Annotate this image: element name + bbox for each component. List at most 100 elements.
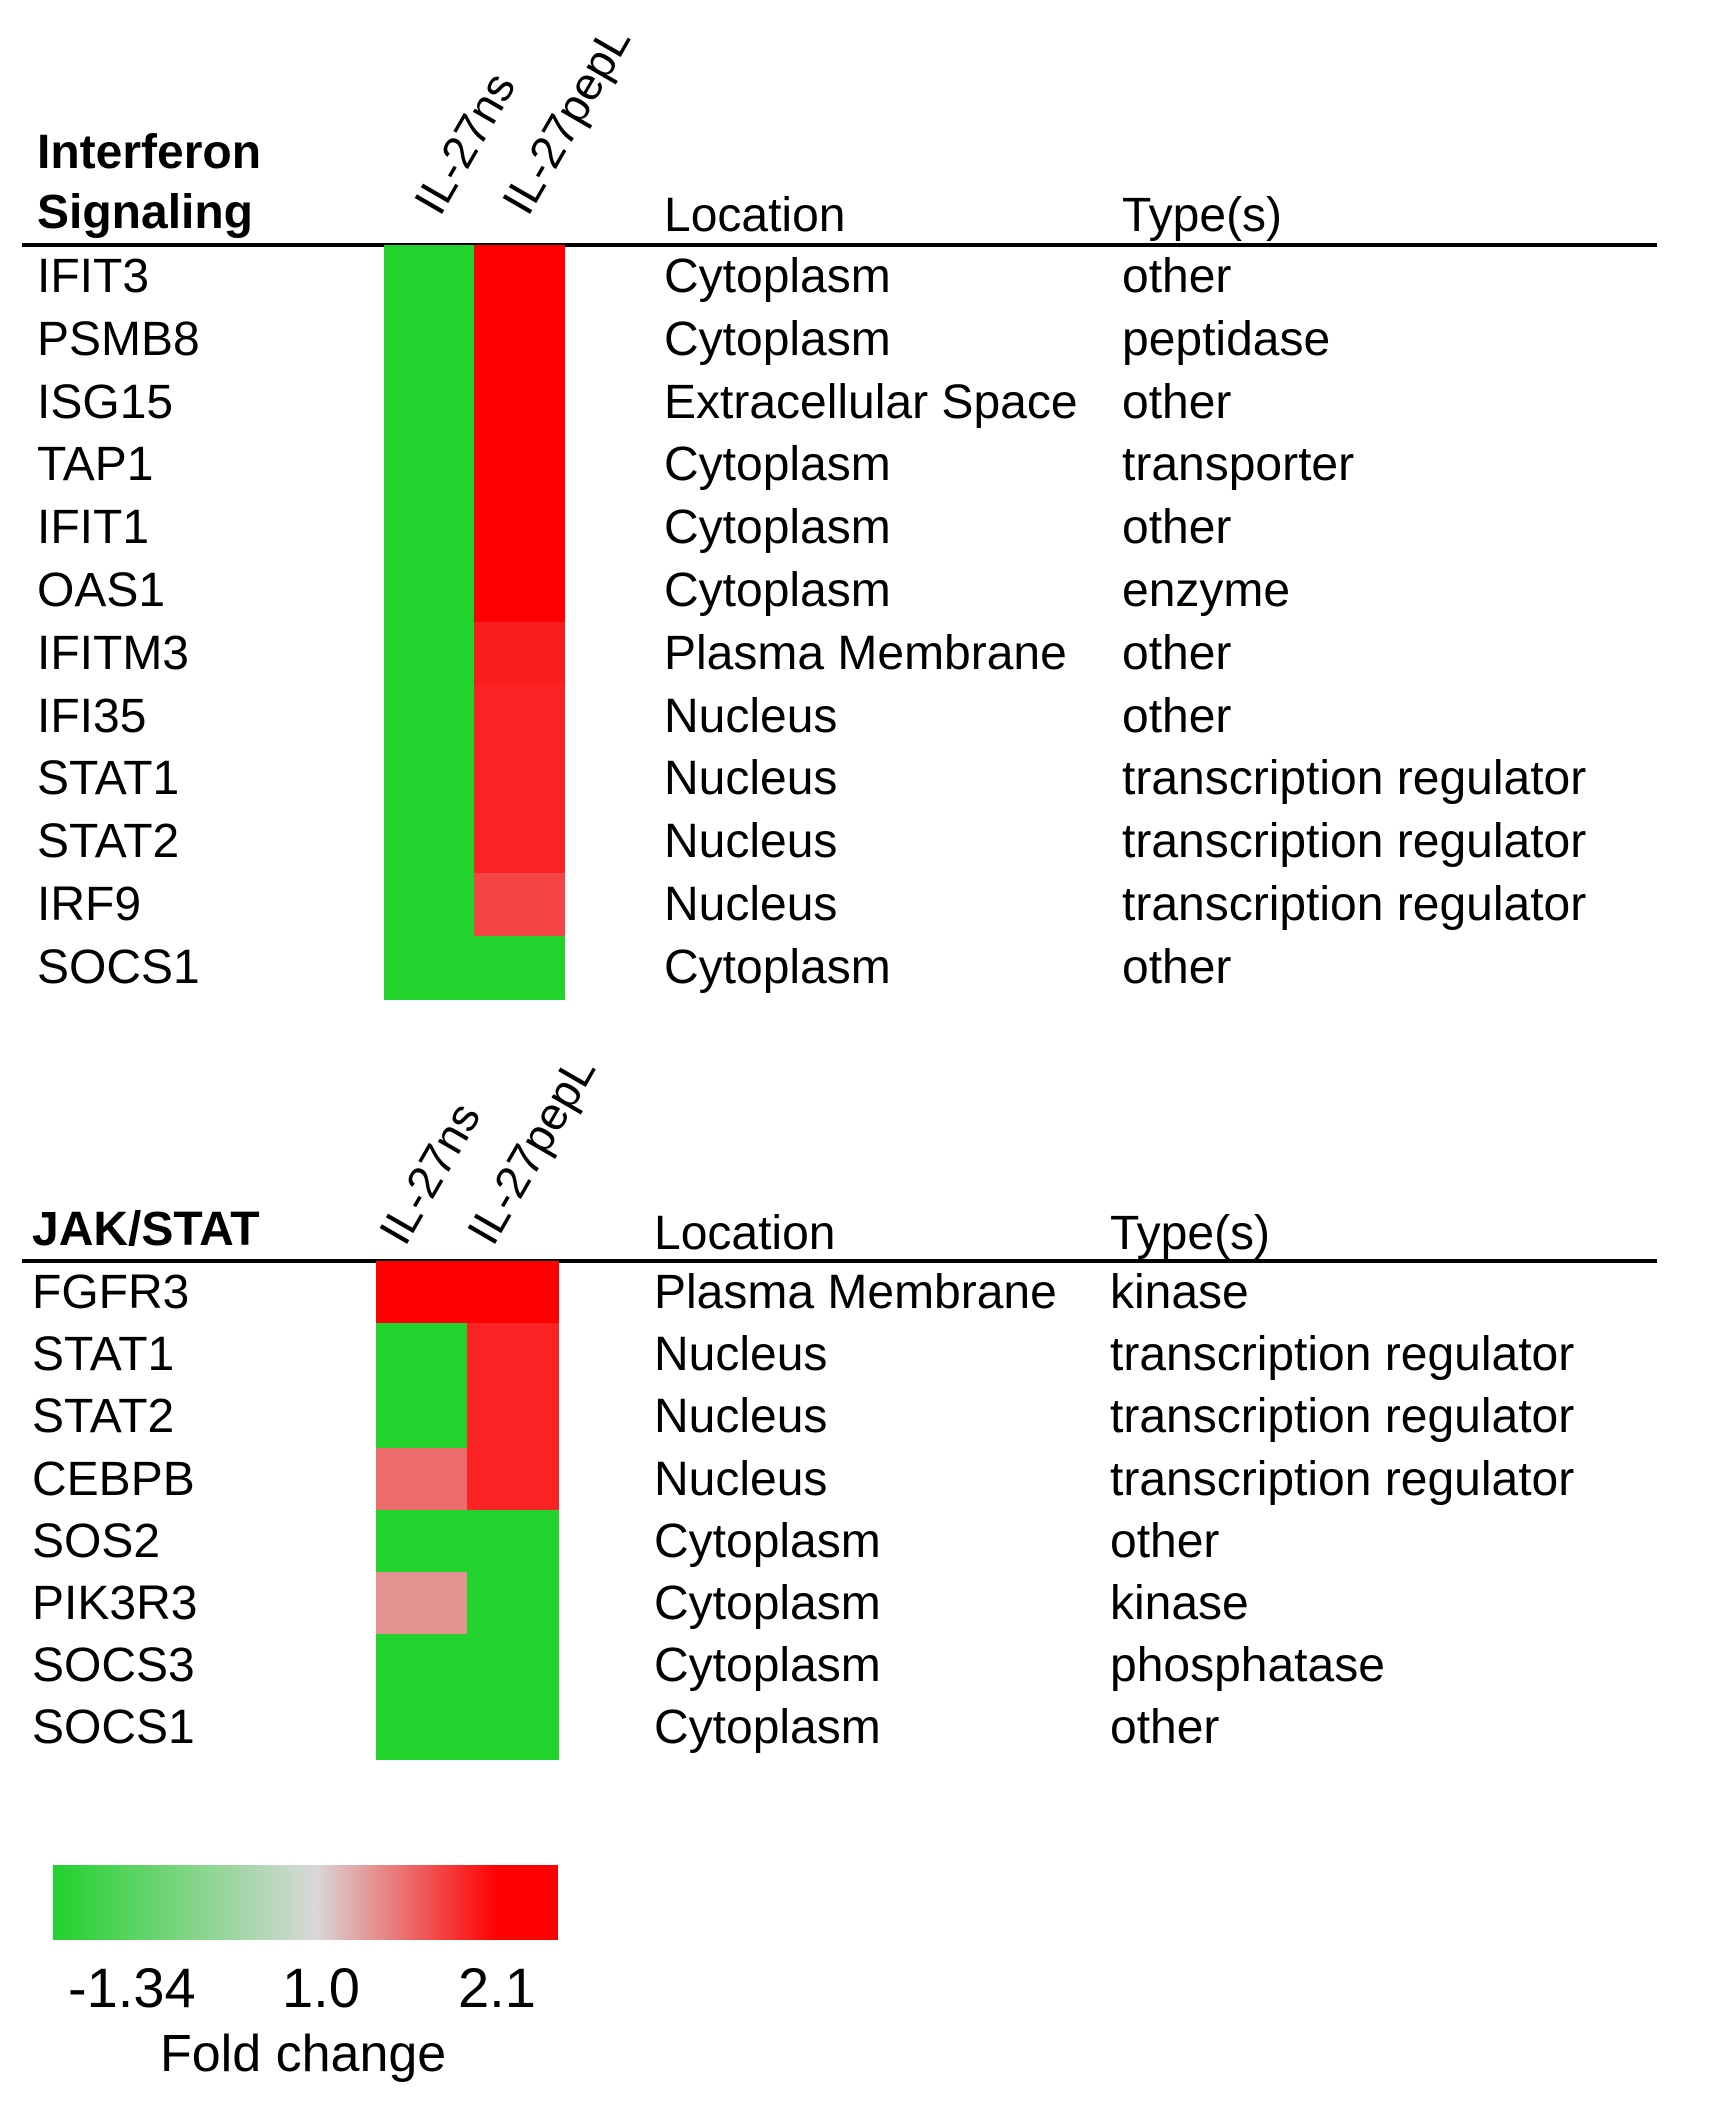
gene-label: SOCS1 (37, 940, 200, 994)
heatmap-cell-il27ns (376, 1385, 468, 1449)
legend-tick-min: -1.34 (68, 1956, 196, 2019)
heatmap-cell-il27ns (384, 935, 475, 1000)
heatmap-cell-il27pepl (467, 1261, 559, 1325)
type-value: kinase (1110, 1577, 1249, 1630)
heatmap-cell-il27ns (376, 1447, 468, 1511)
type-value: other (1122, 689, 1232, 743)
location-value: Nucleus (654, 1452, 828, 1506)
header-rule (22, 243, 1657, 247)
heatmap-cell-il27pepl (474, 307, 565, 372)
heatmap-cell-il27ns (384, 496, 475, 560)
type-header: Type(s) (1110, 1207, 1271, 1260)
location-header: Location (654, 1207, 836, 1260)
gene-label: IFITM3 (37, 626, 189, 680)
panel-title: Interferon Signaling (37, 126, 262, 239)
gene-label: PIK3R3 (32, 1577, 198, 1630)
heatmap-cell-il27ns (384, 559, 475, 623)
location-value: Plasma Membrane (654, 1266, 1057, 1319)
location-value: Cytoplasm (664, 564, 891, 617)
type-header: Type(s) (1122, 189, 1283, 242)
column-label-2: IL-27pepL (491, 17, 641, 223)
location-value: Nucleus (664, 689, 838, 743)
heatmap-cell-il27pepl (467, 1447, 559, 1511)
heatmap-cell-il27ns (376, 1696, 468, 1760)
heatmap-cell-il27pepl (467, 1385, 559, 1449)
gene-label: IFIT1 (37, 501, 150, 555)
location-value: Nucleus (654, 1328, 828, 1382)
heatmap-cell-il27ns (384, 621, 475, 686)
type-value: kinase (1110, 1266, 1249, 1319)
gene-label: TAP1 (37, 438, 154, 492)
heatmap-cell-il27ns (384, 433, 475, 498)
heatmap-cell-il27ns (376, 1261, 468, 1325)
location-header: Location (664, 189, 846, 242)
heatmap-cell-il27pepl (474, 245, 565, 309)
location-value: Plasma Membrane (664, 626, 1067, 680)
heatmap-cell-il27ns (384, 873, 475, 937)
type-value: other (1122, 250, 1232, 303)
type-value: other (1122, 501, 1232, 555)
heatmap-cell-il27ns (384, 684, 475, 749)
legend-tick-max: 2.1 (458, 1956, 536, 2019)
heatmap-cell-il27pepl (474, 496, 565, 560)
heatmap-cell-il27ns (376, 1572, 468, 1636)
heatmap-cell-il27ns (376, 1509, 468, 1573)
gene-label: OAS1 (37, 564, 166, 617)
type-value: transcription regulator (1122, 752, 1587, 806)
type-value: phosphatase (1110, 1639, 1385, 1693)
gene-label: SOS2 (32, 1514, 161, 1568)
legend-color-bar (53, 1865, 558, 1940)
type-value: other (1122, 375, 1232, 429)
gene-label: CEBPB (32, 1452, 195, 1506)
heatmap-cell-il27pepl (474, 747, 565, 812)
location-value: Nucleus (664, 815, 838, 869)
type-value: other (1122, 626, 1232, 680)
location-value: Cytoplasm (654, 1514, 881, 1568)
type-value: enzyme (1122, 564, 1291, 617)
heatmap-cell-il27pepl (467, 1696, 559, 1760)
gene-label: STAT1 (32, 1328, 175, 1382)
heatmap-cell-il27pepl (474, 684, 565, 749)
gene-label: SOCS3 (32, 1639, 195, 1693)
gene-label: STAT2 (37, 815, 180, 869)
heatmap-cell-il27ns (384, 307, 475, 372)
gene-label: IFIT3 (37, 250, 150, 303)
heatmap-cell-il27pepl (474, 810, 565, 874)
heatmap-cell-il27ns (376, 1323, 468, 1387)
type-value: peptidase (1122, 312, 1331, 366)
location-value: Cytoplasm (664, 312, 891, 366)
heatmap-cell-il27pepl (467, 1323, 559, 1387)
location-value: Cytoplasm (654, 1701, 881, 1755)
heatmap-cell-il27ns (384, 810, 475, 874)
heatmap-cell-il27ns (384, 370, 475, 435)
location-value: Nucleus (664, 752, 838, 806)
header-rule (22, 1259, 1657, 1263)
column-label-2: IL-27pepL (456, 1047, 606, 1253)
location-value: Extracellular Space (664, 375, 1078, 429)
type-value: other (1122, 940, 1232, 994)
heatmap-cell-il27pepl (474, 621, 565, 686)
gene-label: IFI35 (37, 689, 147, 743)
gene-label: PSMB8 (37, 312, 200, 366)
gene-label: IRF9 (37, 878, 142, 931)
gene-label: ISG15 (37, 375, 174, 429)
location-value: Cytoplasm (664, 250, 891, 303)
legend-label: Fold change (160, 2025, 447, 2083)
heatmap-cell-il27pepl (474, 873, 565, 937)
heatmap-cell-il27ns (376, 1634, 468, 1698)
color-legend: -1.34 1.0 2.1 Fold change (0, 1800, 700, 2120)
heatmap-cell-il27ns (384, 245, 475, 309)
gene-label: STAT1 (37, 752, 180, 806)
heatmap-cell-il27pepl (474, 935, 565, 1000)
location-value: Cytoplasm (664, 501, 891, 555)
gene-label: FGFR3 (32, 1266, 190, 1319)
panel-title: JAK/STAT (32, 1203, 260, 1256)
location-value: Cytoplasm (664, 438, 891, 492)
heatmap-cell-il27pepl (474, 559, 565, 623)
type-value: transcription regulator (1122, 815, 1587, 869)
heatmap-cell-il27pepl (474, 433, 565, 498)
gene-label: STAT2 (32, 1390, 175, 1444)
type-value: transcription regulator (1110, 1390, 1575, 1444)
type-value: transcription regulator (1110, 1328, 1575, 1382)
type-value: transporter (1122, 438, 1355, 492)
